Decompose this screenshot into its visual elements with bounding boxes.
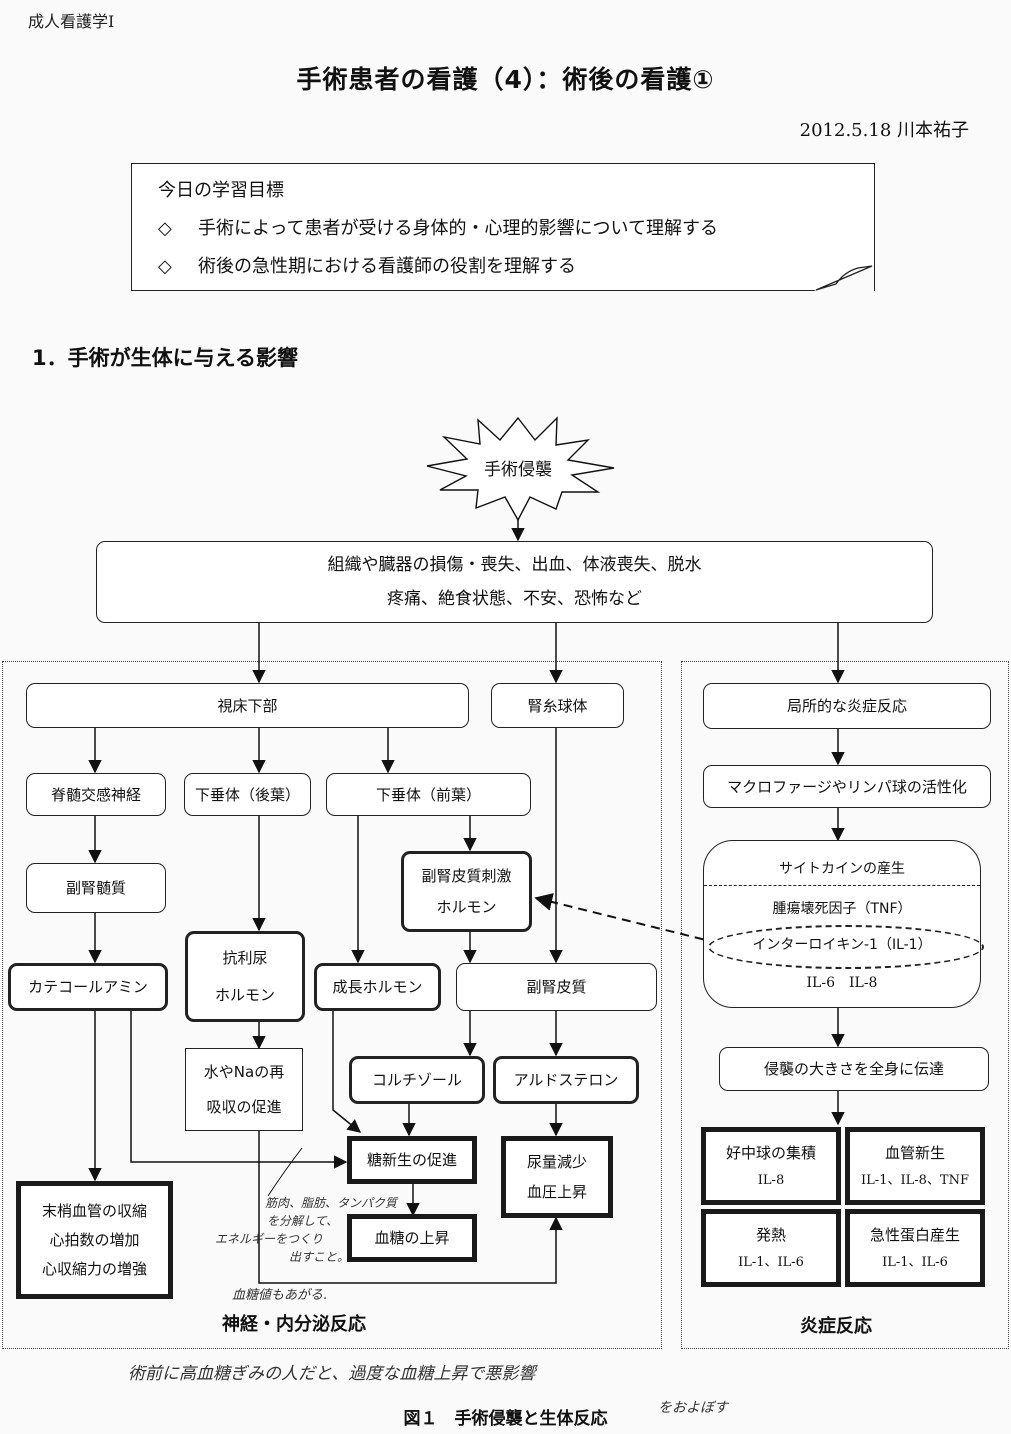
neuro-endocrine-panel bbox=[2, 661, 662, 1349]
glomerulus-box: 腎糸球体 bbox=[491, 683, 624, 728]
catecholamine-box: カテコールアミン bbox=[8, 963, 168, 1011]
handwritten-note-gluconeogenesis: 筋肉、脂肪、タンパク質 を分解して、 エネルギーをつくり 出すこと。 bbox=[215, 1194, 398, 1266]
outcome-name: 急性蛋白産生 bbox=[869, 1225, 960, 1244]
anterior-pituitary-box: 下垂体（前葉） bbox=[326, 773, 531, 816]
handwritten-line: 出すこと。 bbox=[289, 1250, 350, 1264]
growth-hormone-box: 成長ホルモン bbox=[314, 963, 441, 1011]
transmit-box: 侵襲の大きさを全身に伝達 bbox=[719, 1047, 989, 1091]
inflammatory-panel bbox=[681, 661, 1009, 1349]
outcome-box: 血管新生 IL-1、IL-8、TNF bbox=[845, 1127, 985, 1205]
outcome-mediators: IL-1、IL-6 bbox=[882, 1254, 948, 1270]
page-curl-icon bbox=[814, 264, 874, 291]
urine-bp-line-2: 血圧上昇 bbox=[526, 1183, 587, 1201]
reabsorption-line-1: 水やNaの再 bbox=[203, 1063, 285, 1082]
outcome-mediators: IL-1、IL-6 bbox=[738, 1254, 804, 1270]
acth-line-2: ホルモン bbox=[436, 898, 497, 917]
effects-line-1: 組織や臓器の損傷・喪失、出血、体液喪失、脱水 bbox=[327, 554, 702, 575]
blood-sugar-box: 血糖の上昇 bbox=[347, 1214, 477, 1262]
aldosterone-box: アルドステロン bbox=[493, 1056, 639, 1104]
adrenal-medulla-box: 副腎髄質 bbox=[26, 863, 166, 913]
cytokine-il1: インターロイキン-1（IL-1） bbox=[752, 937, 932, 953]
date-author: 2012.5.18 川本祐子 bbox=[799, 120, 969, 141]
section-heading: 1．手術が生体に与える影響 bbox=[32, 346, 298, 370]
goal-item: ◇ 術後の急性期における看護師の役割を理解する bbox=[158, 248, 848, 286]
il1-highlight-ellipse bbox=[708, 925, 984, 969]
outcome-mediators: IL-1、IL-8、TNF bbox=[861, 1172, 969, 1188]
handwritten-line: エネルギーをつくり bbox=[215, 1232, 324, 1246]
reabsorption-line-2: 吸収の促進 bbox=[206, 1097, 282, 1116]
urine-bp-box: 尿量減少 血圧上昇 bbox=[501, 1136, 613, 1218]
posterior-pituitary-box: 下垂体（後葉） bbox=[184, 773, 311, 816]
diamond-bullet-icon: ◇ bbox=[158, 256, 172, 277]
neuro-endocrine-label: 神経・内分泌反応 bbox=[222, 1314, 366, 1335]
cortisol-box: コルチゾール bbox=[349, 1056, 485, 1104]
learning-goals-box: 今日の学習目標 ◇ 手術によって患者が受ける身体的・心理的影響について理解する ◇… bbox=[131, 163, 875, 291]
cytokine-title: サイトカインの産生 bbox=[779, 861, 905, 877]
outcome-box: 急性蛋白産生 IL-1、IL-6 bbox=[845, 1209, 985, 1287]
goal-text: 術後の急性期における看護師の役割を理解する bbox=[198, 256, 576, 277]
adrenal-cortex-box: 副腎皮質 bbox=[456, 963, 657, 1011]
adh-line-1: 抗利尿 bbox=[222, 949, 268, 968]
cytokine-divider bbox=[704, 885, 980, 886]
outcome-name: 血管新生 bbox=[884, 1143, 945, 1162]
handwritten-note-bloodsugar: 血糖値もあがる. bbox=[232, 1288, 328, 1303]
outcome-name: 好中球の集積 bbox=[725, 1143, 816, 1162]
adh-line-2: ホルモン bbox=[214, 985, 275, 1004]
trigger-label: 手術侵襲 bbox=[484, 460, 552, 480]
cytokine-box: サイトカインの産生 腫瘍壊死因子（TNF） インターロイキン-1（IL-1） I… bbox=[703, 840, 984, 1008]
goals-heading: 今日の学習目標 bbox=[158, 180, 284, 201]
cytokine-il6-il8: IL-6 IL-8 bbox=[806, 975, 878, 991]
spinal-sympathetic-box: 脊髄交感神経 bbox=[26, 773, 166, 816]
hypothalamus-box: 視床下部 bbox=[26, 683, 469, 728]
reabsorption-box: 水やNaの再 吸収の促進 bbox=[185, 1048, 303, 1131]
cardio-line-1: 末梢血管の収縮 bbox=[41, 1201, 147, 1220]
outcome-box: 好中球の集積 IL-8 bbox=[701, 1127, 841, 1205]
course-name: 成人看護学Ⅰ bbox=[28, 12, 115, 31]
acth-box: 副腎皮質刺激 ホルモン bbox=[401, 851, 532, 932]
local-inflammation-box: 局所的な炎症反応 bbox=[703, 683, 991, 729]
goal-item: ◇ 手術によって患者が受ける身体的・心理的影響について理解する bbox=[158, 210, 848, 248]
handwritten-note-bottom: 術前に高血糖ぎみの人だと、過度な血糖上昇で悪影響 bbox=[128, 1364, 536, 1384]
cytokine-tnf: 腫瘍壊死因子（TNF） bbox=[772, 901, 912, 917]
outcome-mediators: IL-8 bbox=[757, 1172, 785, 1188]
inflammatory-label: 炎症反応 bbox=[800, 1316, 872, 1337]
diamond-bullet-icon: ◇ bbox=[158, 218, 172, 239]
handwritten-line: 筋肉、脂肪、タンパク質 bbox=[265, 1196, 398, 1210]
effects-line-2: 疼痛、絶食状態、不安、恐怖など bbox=[387, 588, 642, 609]
cardio-line-2: 心拍数の増加 bbox=[49, 1230, 140, 1249]
adh-box: 抗利尿 ホルモン bbox=[185, 931, 305, 1022]
effects-box: 組織や臓器の損傷・喪失、出血、体液喪失、脱水 疼痛、絶食状態、不安、恐怖など bbox=[96, 541, 933, 623]
page-title: 手術患者の看護（4）：術後の看護① bbox=[296, 65, 715, 94]
gluconeogenesis-box: 糖新生の促進 bbox=[347, 1136, 477, 1184]
cardiovascular-box: 末梢血管の収縮 心拍数の増加 心収縮力の増強 bbox=[16, 1181, 173, 1299]
handwritten-note-bottom-2: をおよぼす bbox=[658, 1400, 728, 1416]
outcome-box: 発熱 IL-1、IL-6 bbox=[701, 1209, 841, 1287]
goal-text: 手術によって患者が受ける身体的・心理的影響について理解する bbox=[198, 218, 719, 239]
figure-caption: 図１ 手術侵襲と生体反応 bbox=[403, 1409, 608, 1429]
handwritten-line: を分解して、 bbox=[267, 1214, 339, 1228]
activation-box: マクロファージやリンパ球の活性化 bbox=[703, 765, 991, 808]
urine-bp-line-1: 尿量減少 bbox=[526, 1153, 587, 1171]
acth-line-1: 副腎皮質刺激 bbox=[421, 866, 512, 885]
cardio-line-3: 心収縮力の増強 bbox=[41, 1260, 147, 1279]
outcome-name: 発熱 bbox=[755, 1225, 786, 1244]
